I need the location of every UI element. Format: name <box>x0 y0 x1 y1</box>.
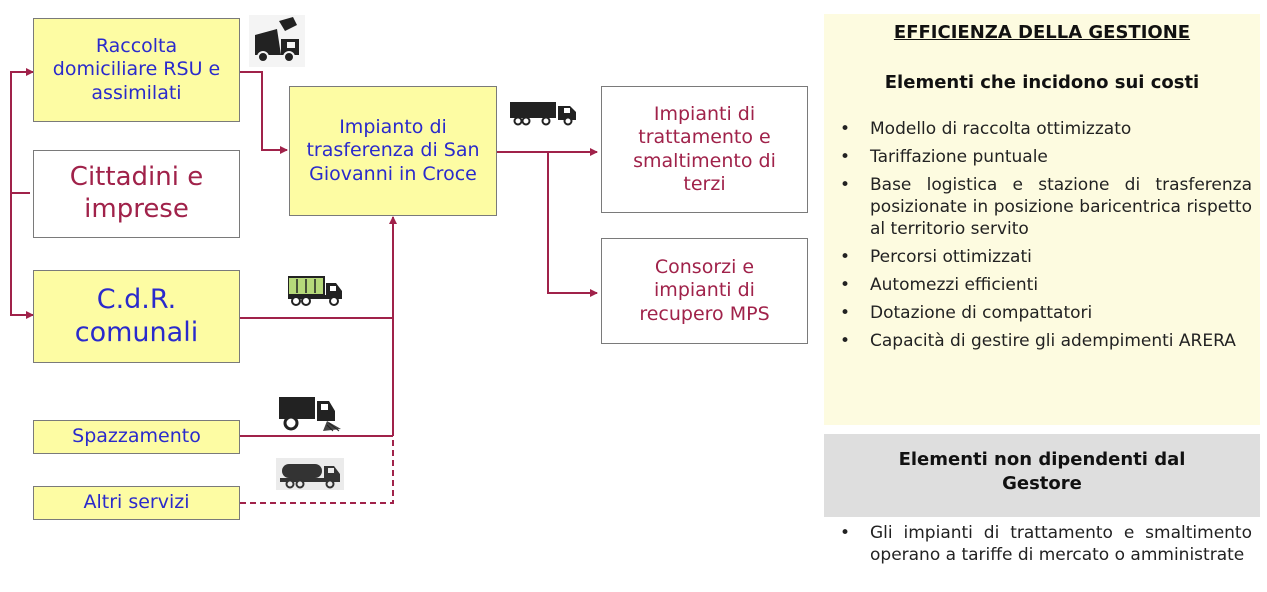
list-item: Dotazione di compattatori <box>840 302 1252 324</box>
altri-servizi-box: Altri servizi <box>33 486 240 520</box>
non-dep-list: Gli impianti di trattamento e smaltiment… <box>840 522 1252 572</box>
cost-heading: Elementi che incidono sui costi <box>884 72 1200 93</box>
impianto-box: Impianto di trasferenza di San Giovanni … <box>289 86 497 216</box>
list-item: Tariffazione puntuale <box>840 146 1252 168</box>
trattamento-label: Impianti di trattamento e smaltimento di… <box>633 103 776 195</box>
cittadini-label: Cittadini e imprese <box>69 162 204 224</box>
consorzi-box: Consorzi e impianti di recupero MPS <box>601 238 808 344</box>
raccolta-label: Raccolta domiciliare RSU e assimilati <box>52 35 221 104</box>
tanker-truck-icon <box>276 458 344 490</box>
spazzamento-box: Spazzamento <box>33 420 240 454</box>
feed-line <box>10 68 34 194</box>
semi-truck-icon <box>510 102 576 126</box>
panel-title-text: EFFICIENZA DELLA GESTIONE <box>893 22 1191 43</box>
trattamento-box: Impianti di trattamento e smaltimento di… <box>601 86 808 213</box>
container-truck-icon <box>288 276 342 306</box>
list-item: Percorsi ottimizzati <box>840 246 1252 268</box>
list-item: Gli impianti di trattamento e smaltiment… <box>840 522 1252 566</box>
list-item: Base logistica e stazione di trasferenza… <box>840 174 1252 240</box>
impianto-to-consorzi-line <box>547 152 598 297</box>
list-item: Modello di raccolta ottimizzato <box>840 118 1252 140</box>
panel-title: EFFICIENZA DELLA GESTIONE <box>824 22 1260 43</box>
raccolta-to-impianto-line <box>240 71 288 154</box>
impianto-label: Impianto di trasferenza di San Giovanni … <box>306 116 480 185</box>
feed-line <box>10 193 34 319</box>
altri-servizi-dashed-line <box>240 437 394 504</box>
altri-servizi-label: Altri servizi <box>83 491 190 514</box>
spazzamento-label: Spazzamento <box>72 425 201 448</box>
cdr-label: C.d.R. comunali <box>74 283 199 348</box>
street-sweeper-icon <box>279 397 341 432</box>
list-item: Automezzi efficienti <box>840 274 1252 296</box>
compactor-truck-icon <box>249 15 305 67</box>
connector-lines <box>10 68 598 504</box>
list-item: Capacità di gestire gli adempimenti ARER… <box>840 330 1252 352</box>
non-dep-heading: Elementi non dipendenti dal Gestore <box>898 449 1186 494</box>
cittadini-box: Cittadini e imprese <box>33 150 240 238</box>
consorzi-label: Consorzi e impianti di recupero MPS <box>639 256 770 325</box>
cdr-box: C.d.R. comunali <box>33 270 240 363</box>
raccolta-box: Raccolta domiciliare RSU e assimilati <box>33 18 240 122</box>
cost-list: Modello di raccolta ottimizzato Tariffaz… <box>840 118 1252 358</box>
